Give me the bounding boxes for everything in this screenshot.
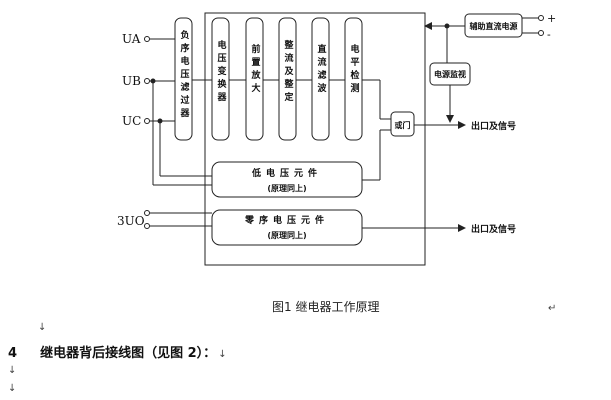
rect-smooth-block [278,17,297,141]
neg-seq-filter-block [174,17,193,141]
level-detect-block [344,17,363,141]
zero-seq-terminal-bottom [144,223,150,229]
pre-amp-block [245,17,264,141]
ua-label: UA [122,32,141,46]
low-voltage-title: 低电压元件 [251,167,322,179]
section-title: 继电器背后接线图（见图 2）： [40,346,217,361]
paragraph-mark-icon: ↓ [218,349,227,360]
paragraph-mark-icon: ↓ [8,383,17,394]
zero-seq-terminal-top [144,210,150,216]
rect-smooth-label: 整流及整定 [283,39,295,105]
section-number: 4 [8,346,18,361]
plus-terminal [538,15,544,21]
return-mark-icon: ↵ [548,303,557,314]
pre-amp-label: 前置放大 [250,43,262,96]
zero-seq-title: 零序电压元件 [244,214,329,226]
neg-seq-filter-label: 负序电压滤过器 [179,29,191,121]
output-signal-label-2: 出口及信号 [471,223,516,235]
uc-label: UC [122,114,141,128]
relay-principle-diagram: UA UB UC 3UO + - 负序电压滤过器 电压变换器 前置放大 整流及整… [117,12,556,266]
minus-terminal [538,30,544,36]
zero-seq-sub: (原理同上) [267,230,306,240]
zero-seq-input-label: 3UO [117,214,145,228]
power-monitor-label: 电源监视 [434,69,466,79]
section-heading: 4 继电器背后接线图（见图 2）：↓ [8,342,227,361]
level-detect-label: 电平检测 [349,43,360,96]
or-gate-label: 或门 [395,120,411,130]
output-signal-label-1: 出口及信号 [471,120,516,132]
ua-terminal [144,36,150,42]
paragraph-mark-icon: ↓ [38,322,47,333]
low-voltage-sub: (原理同上) [267,183,306,193]
aux-dc-power-label: 辅助直流电源 [470,21,518,31]
voltage-transformer-block [211,17,230,141]
plus-label: + [547,12,556,25]
figure-caption: 图1 继电器工作原理 [272,300,380,314]
or-gate-block [390,111,415,137]
paragraph-mark-icon: ↓ [8,365,17,376]
ub-label: UB [122,74,141,88]
voltage-transformer-label: 电压变换器 [216,39,228,105]
ub-terminal [144,78,150,84]
dc-filter-label: 直流滤波 [316,43,327,96]
uc-terminal [144,118,150,124]
minus-label: - [547,28,551,41]
dc-filter-block [311,17,330,141]
